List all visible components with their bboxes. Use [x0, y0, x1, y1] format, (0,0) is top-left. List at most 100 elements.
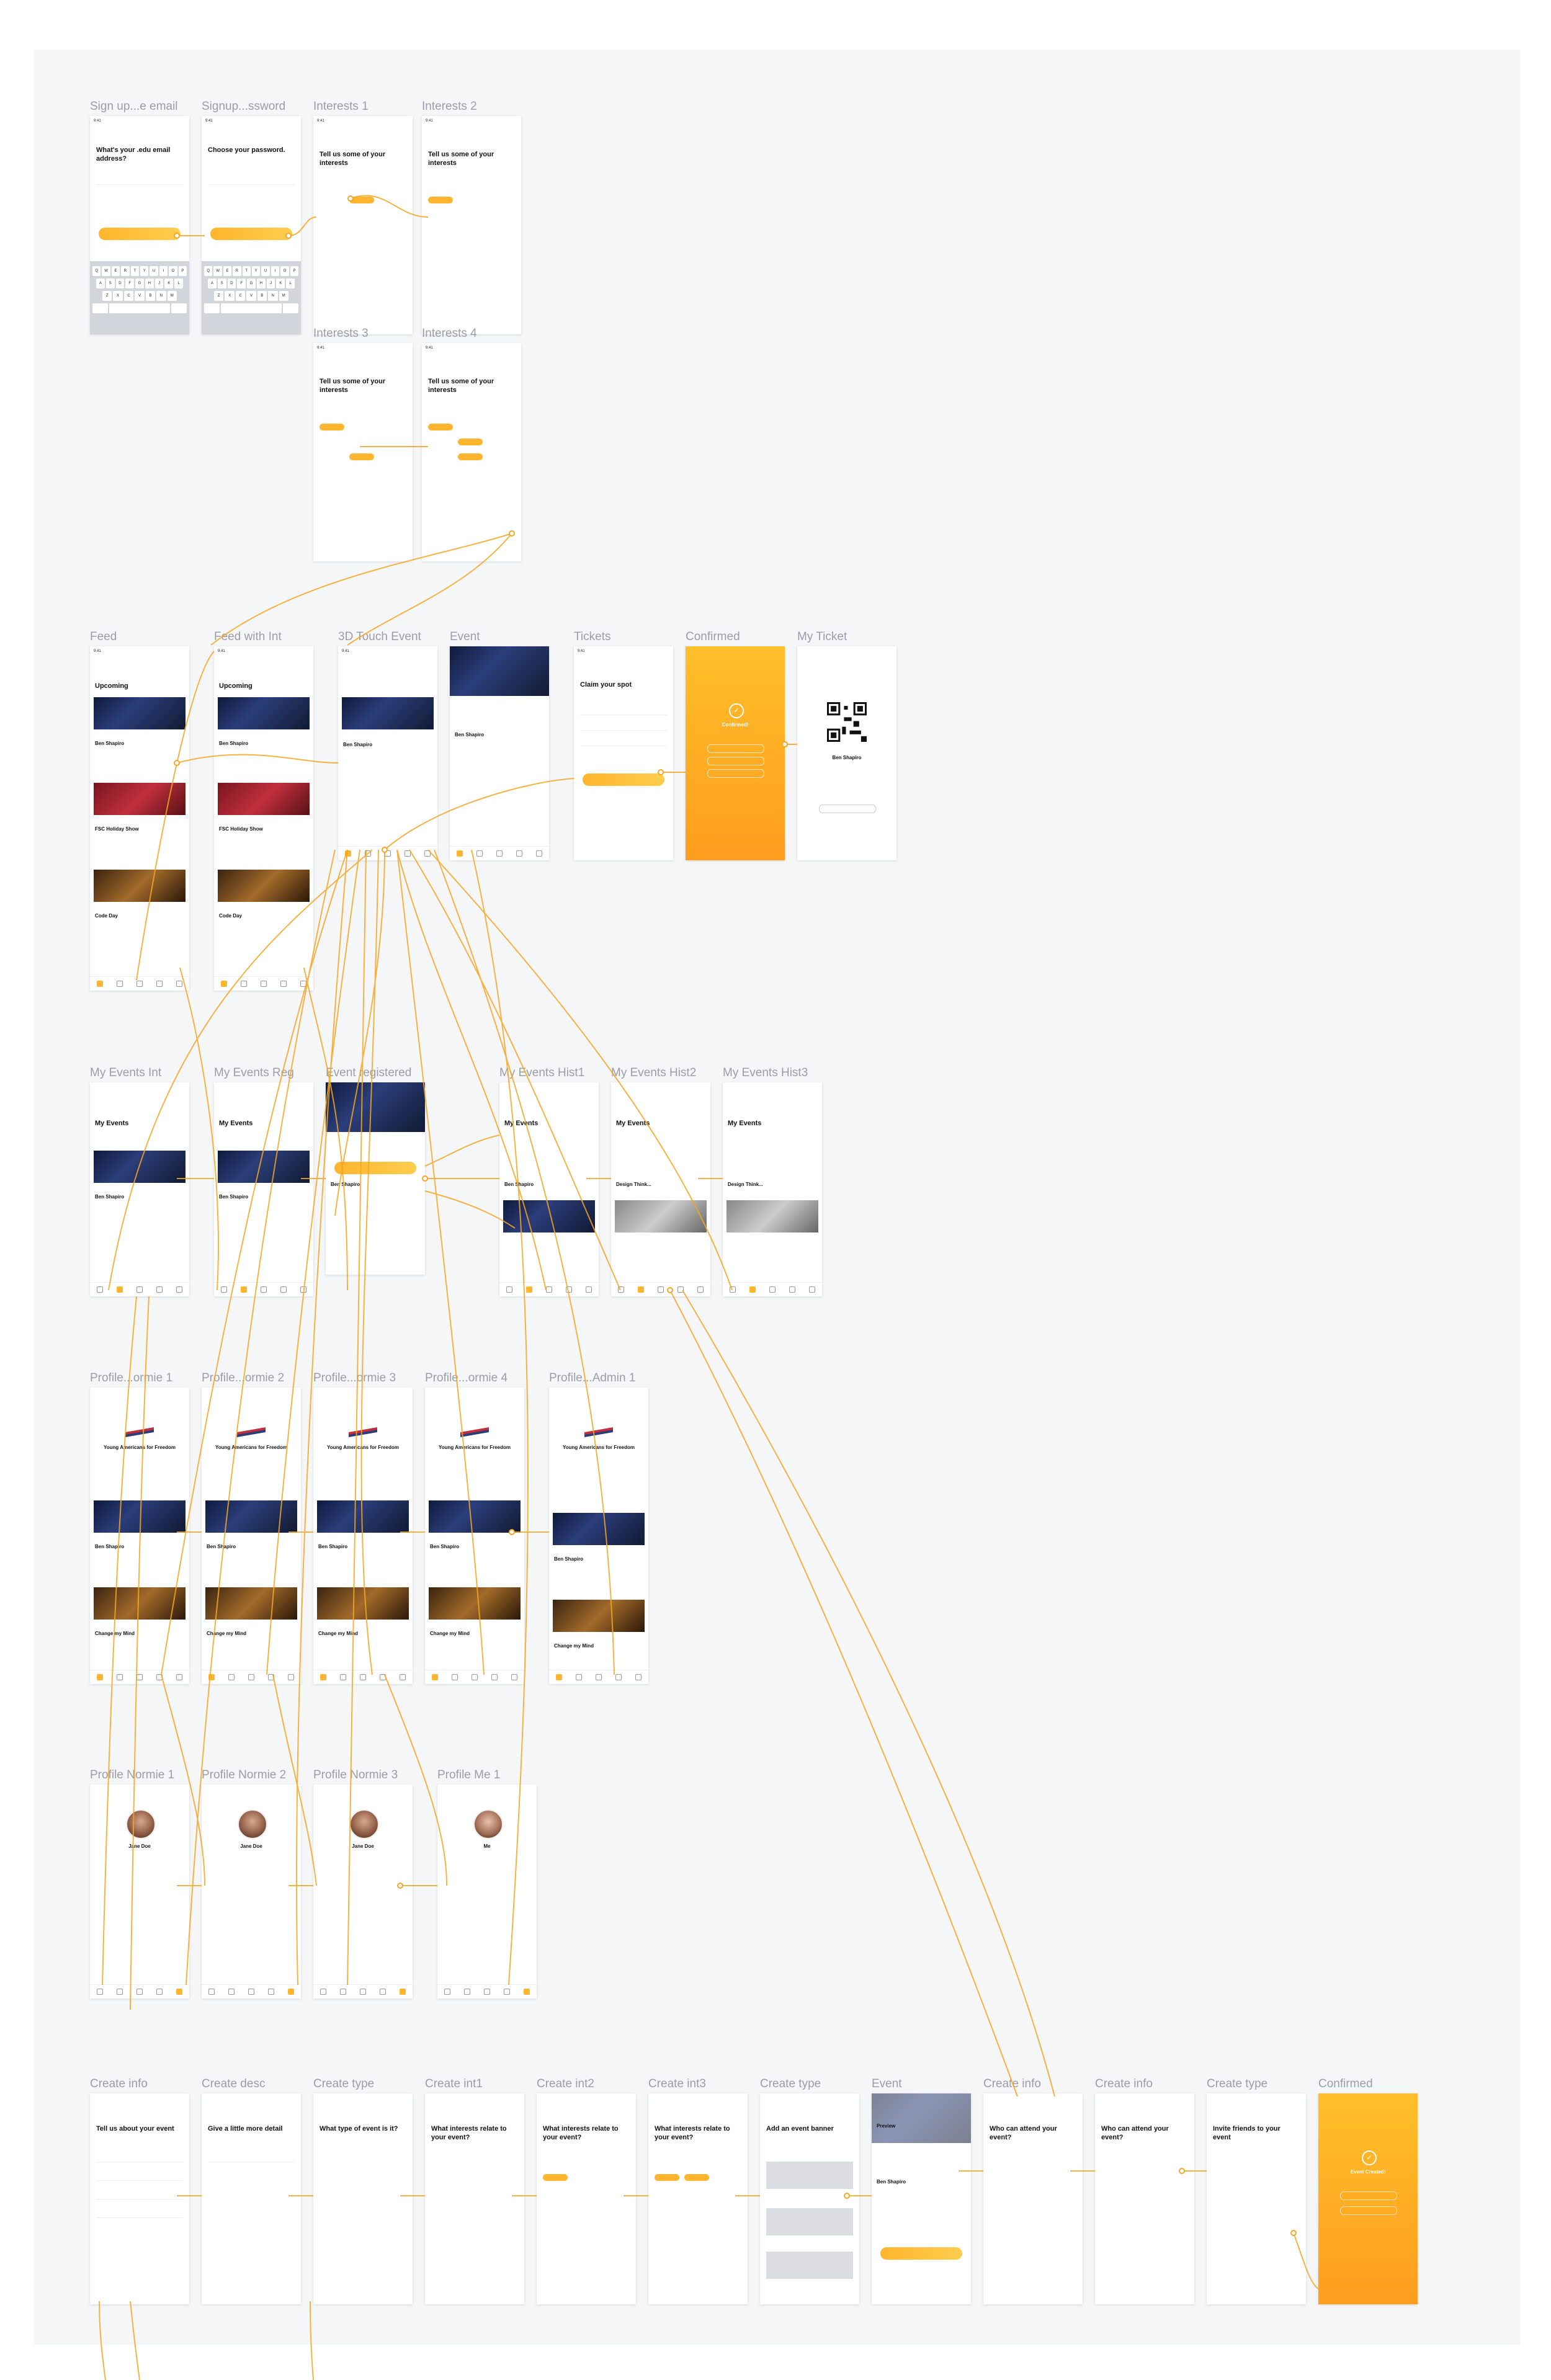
event-banner[interactable] [94, 870, 185, 902]
event-banner[interactable] [94, 1151, 185, 1183]
phone-screen: 9:41 Ben Shapiro [338, 646, 437, 860]
ticket-action-button[interactable] [819, 804, 876, 813]
event-banner[interactable] [218, 870, 310, 902]
frame-label: Create type [760, 2077, 821, 2090]
tab-bar[interactable] [338, 846, 437, 860]
tab-bar[interactable] [90, 1984, 189, 1999]
frame-label: Create info [1095, 2077, 1153, 2090]
event-banner[interactable] [615, 1200, 707, 1232]
tab-bar[interactable] [499, 1282, 599, 1296]
tab-bar[interactable] [437, 1984, 537, 1999]
continue-button[interactable] [210, 228, 292, 240]
event-banner[interactable] [342, 697, 434, 729]
claim-button[interactable] [583, 773, 664, 786]
continue-button[interactable] [99, 228, 181, 240]
form-field[interactable] [96, 2180, 183, 2181]
phone-screen: Add an event banner [760, 2093, 859, 2304]
banner-option[interactable] [766, 2208, 853, 2235]
event-banner[interactable] [94, 1587, 185, 1620]
view-event-button[interactable] [1340, 2191, 1397, 2200]
section-heading: My Events [219, 1120, 253, 1127]
phone-screen: Ben Shapiro [326, 1082, 425, 1275]
tab-bar[interactable] [90, 976, 189, 991]
event-banner[interactable] [429, 1587, 521, 1620]
screen-heading: What type of event is it? [320, 2125, 398, 2133]
event-banner[interactable] [218, 1151, 310, 1183]
phone-screen: What interests relate to your event? [425, 2093, 524, 2304]
event-banner[interactable] [94, 697, 185, 729]
share-button[interactable] [1340, 2206, 1397, 2215]
org-name: Young Americans for Freedom [326, 1445, 400, 1450]
event-banner[interactable] [553, 1600, 645, 1632]
event-title: Ben Shapiro [554, 1556, 584, 1562]
event-banner[interactable] [218, 697, 310, 729]
status-bar: 9:41 [317, 346, 324, 350]
avatar [473, 1809, 503, 1839]
frame-label: Feed with Int [214, 630, 282, 643]
frame-label: Interests 4 [422, 327, 477, 340]
tab-bar[interactable] [90, 1282, 189, 1296]
frame-label: Event [450, 630, 480, 643]
frame-label: My Events Hist1 [499, 1066, 585, 1079]
status-bar: 9:41 [317, 119, 324, 123]
form-field[interactable] [96, 2217, 183, 2218]
frame-label: Profile...ormie 2 [202, 1371, 285, 1384]
screen-heading: Add an event banner [766, 2125, 834, 2133]
event-banner[interactable] [218, 783, 310, 815]
add-calendar-button[interactable] [707, 757, 764, 765]
frame-label: Profile...ormie 4 [425, 1371, 508, 1384]
publish-button[interactable] [880, 2247, 962, 2260]
phone-screen: Who can attend your event? [1095, 2093, 1194, 2304]
banner-option[interactable] [766, 2252, 853, 2279]
screen-heading: Tell us some of your interests [320, 151, 386, 167]
org-logo-icon [349, 1427, 377, 1437]
tab-bar[interactable] [549, 1670, 648, 1684]
status-bar: 9:41 [578, 649, 585, 653]
view-ticket-button[interactable] [707, 744, 764, 753]
banner-upload[interactable] [766, 2162, 853, 2189]
phone-screen: ✓ Confirmed! [686, 646, 785, 860]
confirmed-title: Confirmed! [722, 722, 749, 728]
event-title: Code Day [219, 913, 242, 919]
screen-heading: What interests relate to your event? [543, 2125, 619, 2141]
password-field[interactable] [208, 184, 295, 185]
screen-heading: Choose your password. [208, 146, 285, 154]
tab-bar[interactable] [313, 1984, 413, 1999]
screen-heading: What interests relate to your event? [431, 2125, 507, 2141]
event-banner[interactable] [94, 783, 185, 815]
org-name: Young Americans for Freedom [438, 1445, 511, 1450]
phone-screen: 9:41 Tell us some of your interests [422, 343, 521, 561]
event-banner[interactable] [94, 1500, 185, 1533]
registered-button[interactable] [334, 1162, 416, 1174]
tab-bar[interactable] [425, 1670, 524, 1684]
event-banner[interactable] [317, 1587, 409, 1620]
event-banner[interactable] [503, 1200, 595, 1232]
phone-screen: Jane Doe [202, 1785, 301, 1999]
email-field[interactable] [96, 184, 183, 185]
tab-bar[interactable] [723, 1282, 822, 1296]
event-banner[interactable] [205, 1500, 297, 1533]
done-button[interactable] [707, 769, 764, 778]
phone-screen: Young Americans for Freedom Ben Shapiro … [425, 1388, 524, 1684]
event-banner[interactable] [429, 1500, 521, 1533]
phone-screen: What interests relate to your event? [648, 2093, 748, 2304]
tab-bar[interactable] [450, 846, 549, 860]
event-banner[interactable] [205, 1587, 297, 1620]
ticket-field[interactable] [580, 730, 667, 731]
event-banner[interactable] [317, 1500, 409, 1533]
tab-bar[interactable] [313, 1670, 413, 1684]
tab-bar[interactable] [202, 1984, 301, 1999]
tab-bar[interactable] [202, 1670, 301, 1684]
tab-bar[interactable] [611, 1282, 710, 1296]
frame-label: 3D Touch Event [338, 630, 421, 643]
event-banner[interactable] [553, 1513, 645, 1545]
tab-bar[interactable] [214, 1282, 313, 1296]
status-bar: 9:41 [94, 119, 101, 123]
tab-bar[interactable] [214, 976, 313, 991]
frame-label: Tickets [574, 630, 611, 643]
tab-bar[interactable] [90, 1670, 189, 1684]
event-banner[interactable] [726, 1200, 818, 1232]
